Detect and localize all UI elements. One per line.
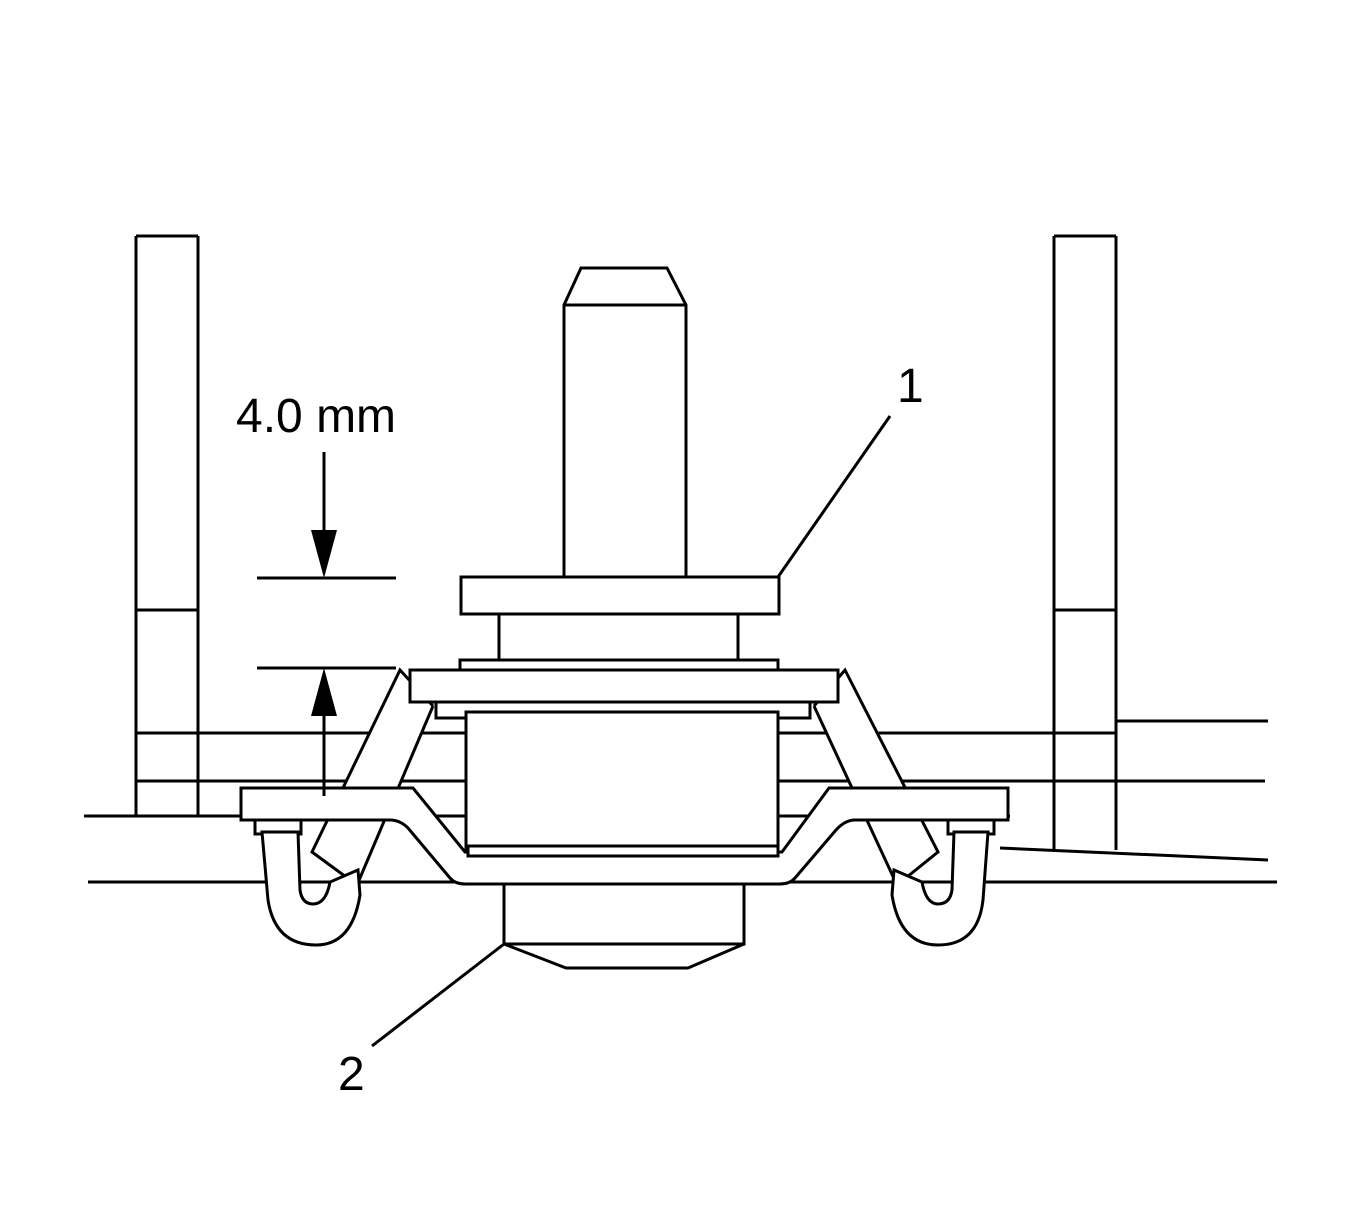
dimension-up-arrow [311, 668, 337, 796]
housing-body [434, 698, 812, 858]
callout-2-leader-line [371, 942, 505, 1048]
callout-2-number: 2 [338, 1048, 365, 1101]
dimension-label: 4.0 mm [236, 390, 396, 443]
lower-nut [502, 882, 746, 970]
callout-1-number: 1 [897, 360, 924, 413]
callout-1: 1 [776, 360, 924, 578]
adjuster-flange [459, 575, 781, 616]
bent-bracket [239, 786, 1010, 886]
dimension-down-arrow [311, 452, 337, 578]
callout-2: 2 [338, 942, 505, 1101]
spring-legs [310, 667, 940, 888]
callout-1-leader-line [776, 415, 892, 578]
right-u-hook [890, 818, 996, 947]
stud-pin [562, 266, 688, 579]
upper-collar [408, 612, 840, 704]
left-u-hook [253, 818, 362, 947]
right-post [1052, 234, 1118, 850]
left-post [134, 234, 200, 815]
dimension-indicator: 4.0 mm [236, 390, 396, 796]
